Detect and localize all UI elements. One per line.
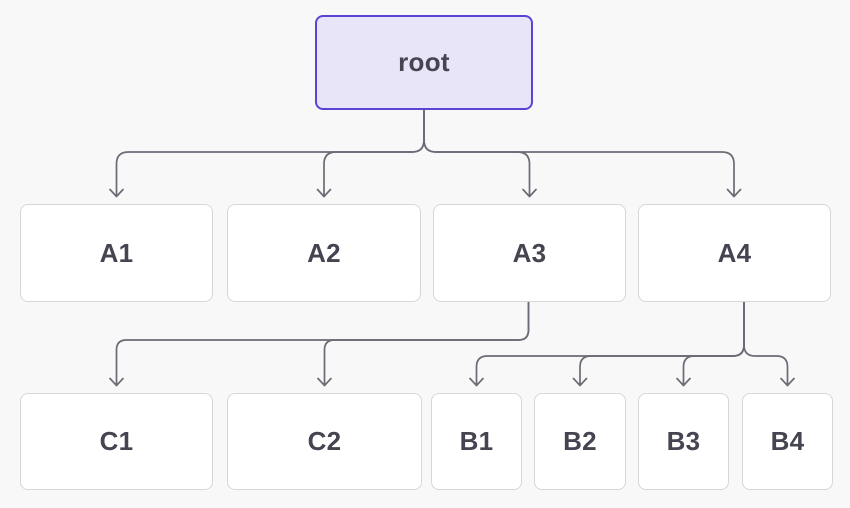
node-a4-label: A4 — [717, 237, 752, 268]
edge-a4-to-b2 — [572, 301, 745, 387]
node-root-label: root — [398, 47, 450, 77]
node-c2-label: C2 — [307, 426, 342, 456]
edge-root-to-a2 — [316, 109, 425, 198]
edge-a4-to-b1 — [469, 301, 745, 387]
node-b4-label: B4 — [770, 426, 805, 456]
node-b2[interactable]: B2 — [534, 393, 626, 490]
edge-root-to-a4 — [423, 109, 742, 198]
node-a2[interactable]: A2 — [227, 204, 421, 302]
node-b3[interactable]: B3 — [638, 393, 729, 490]
node-a2-label: A2 — [307, 237, 341, 268]
node-a3-label: A3 — [512, 237, 547, 268]
edge-root-to-a3 — [423, 109, 537, 198]
node-c2[interactable]: C2 — [227, 393, 422, 490]
node-a1[interactable]: A1 — [20, 204, 213, 302]
node-b1[interactable]: B1 — [431, 393, 522, 490]
node-b3-label: B3 — [666, 426, 701, 456]
node-a4[interactable]: A4 — [638, 204, 831, 302]
edge-a3-to-c1 — [109, 301, 530, 387]
node-c1[interactable]: C1 — [20, 393, 213, 490]
node-root[interactable]: root — [315, 15, 533, 110]
node-b1-label: B1 — [459, 426, 494, 456]
node-b2-label: B2 — [563, 426, 597, 456]
edge-a3-to-c2 — [317, 301, 530, 387]
node-c1-label: C1 — [99, 426, 134, 456]
edge-a4-to-b4 — [743, 301, 795, 387]
node-b4[interactable]: B4 — [742, 393, 833, 490]
edge-a4-to-b3 — [676, 301, 745, 387]
edge-root-to-a1 — [109, 109, 425, 198]
node-a1-label: A1 — [99, 237, 134, 268]
node-a3[interactable]: A3 — [433, 204, 626, 302]
